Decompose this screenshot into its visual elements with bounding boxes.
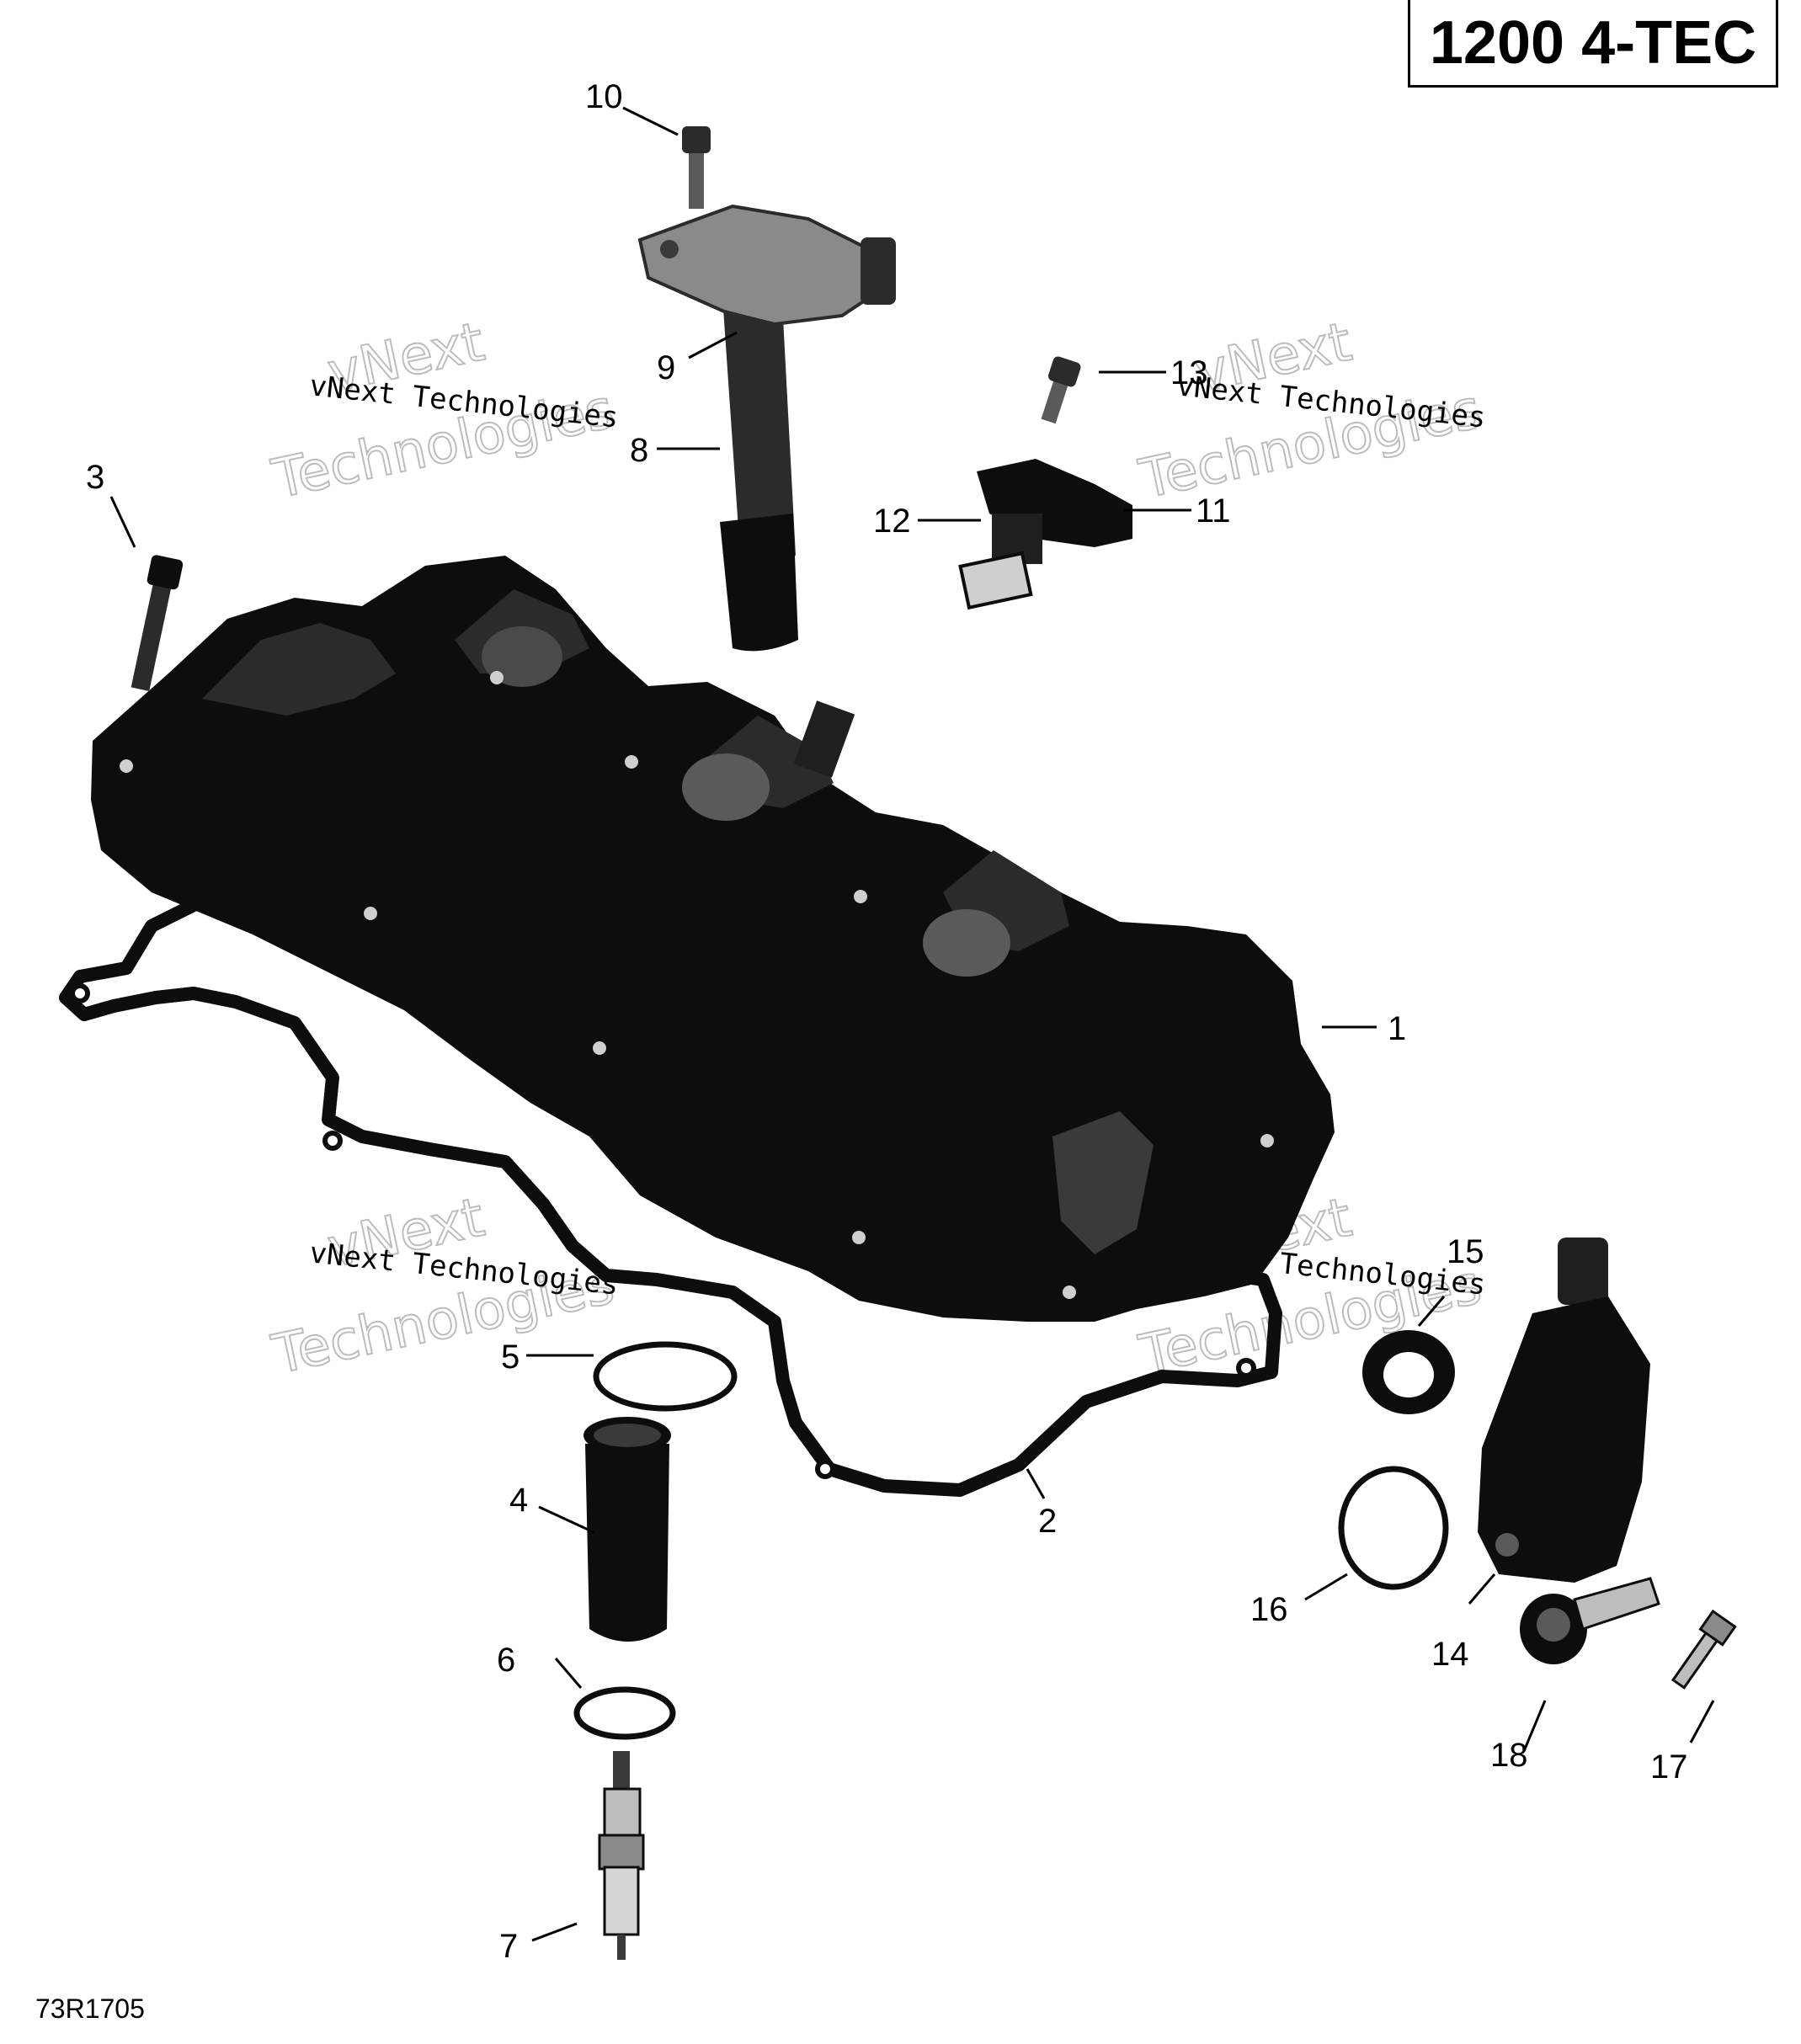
part-sensor xyxy=(958,459,1132,610)
part-ignition-coil xyxy=(720,286,798,652)
part-bolt-17 xyxy=(1670,1609,1737,1690)
callout-16: 16 xyxy=(1250,1591,1288,1628)
callout-5: 5 xyxy=(501,1339,520,1376)
part-gasket xyxy=(59,881,1282,1497)
part-spark-plug-tube xyxy=(583,1417,671,1642)
callout-2: 2 xyxy=(1038,1503,1057,1540)
leader-lines xyxy=(109,106,1715,1942)
callout-9: 9 xyxy=(657,349,675,386)
part-o-ring-6 xyxy=(573,1686,676,1740)
gasket-bolt-holes xyxy=(70,983,1256,1479)
callout-4: 4 xyxy=(509,1482,528,1519)
diagram-title-box: 1200 4-TEC xyxy=(1408,0,1778,88)
part-ignition-coil-head xyxy=(637,204,896,327)
callout-3: 3 xyxy=(86,459,104,496)
callout-15: 15 xyxy=(1447,1233,1484,1270)
callout-7: 7 xyxy=(499,1928,518,1965)
callout-numbers: 1 2 3 4 5 6 7 8 9 10 11 12 13 14 15 16 1… xyxy=(86,78,1688,1965)
part-valve-cover xyxy=(91,556,1335,1322)
callout-13: 13 xyxy=(1170,354,1208,391)
callout-10: 10 xyxy=(585,78,623,115)
part-seal xyxy=(1362,1330,1455,1414)
part-clamp xyxy=(1520,1577,1660,1664)
part-o-ring-5 xyxy=(593,1341,738,1412)
callout-18: 18 xyxy=(1490,1737,1528,1774)
callout-14: 14 xyxy=(1431,1636,1469,1673)
callout-6: 6 xyxy=(497,1642,515,1679)
document-code: 73R1705 xyxy=(35,1993,145,2024)
part-outlet-fitting xyxy=(1478,1238,1650,1583)
part-bolt-3 xyxy=(131,555,184,691)
callout-8: 8 xyxy=(630,432,648,469)
callout-17: 17 xyxy=(1650,1749,1688,1786)
callout-12: 12 xyxy=(873,503,911,540)
part-bolt-13 xyxy=(1041,356,1081,424)
part-spark-plug xyxy=(598,1751,645,1960)
callout-1: 1 xyxy=(1388,1010,1406,1047)
part-bolt-10 xyxy=(682,126,711,209)
diagram-title: 1200 4-TEC xyxy=(1429,8,1757,77)
callout-11: 11 xyxy=(1196,492,1231,530)
part-o-ring-16 xyxy=(1338,1466,1449,1590)
